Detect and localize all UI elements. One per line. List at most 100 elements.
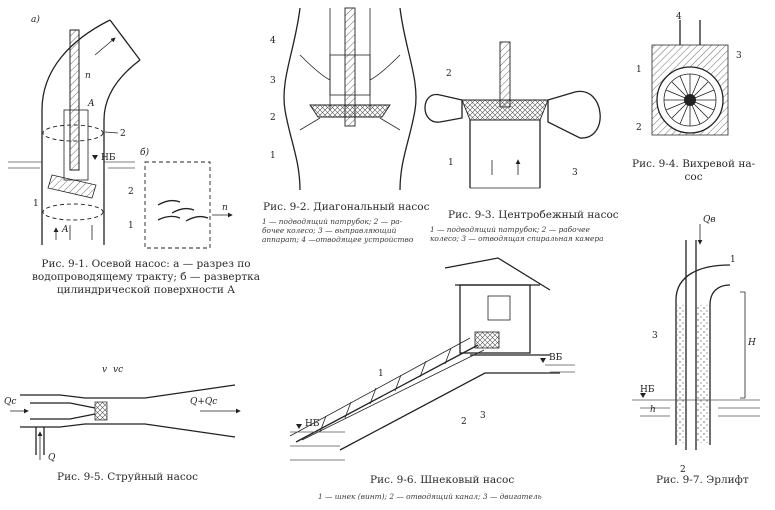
screw-pump-house xyxy=(459,284,531,354)
airlift-nb-marker xyxy=(640,393,646,398)
jet-pump-body xyxy=(20,394,145,428)
jet-pump-mixing-zone xyxy=(94,401,108,421)
fig6-label-vb: ВБ xyxy=(549,353,563,363)
centrifugal-pump-shaft xyxy=(499,41,511,108)
fig2-label-1: 1 xyxy=(270,151,276,161)
fig3-legend: 1 — подводящий патрубок; 2 — рабочее кол… xyxy=(430,225,604,243)
diagonal-pump-drawing: 4 3 2 1 xyxy=(270,7,417,191)
centrifugal-pump-inlet-walls xyxy=(469,120,541,188)
centrifugal-pump-impeller xyxy=(461,99,549,121)
fig5-label-vc: vc xyxy=(113,365,123,375)
fig2-legend: 1 — подводящий патрубок; 2 — ра- бочее к… xyxy=(262,217,413,244)
fig6-label-3: 3 xyxy=(480,411,486,421)
fig1-caption-line-1: Рис. 9-1. Осевой насос: а — разрез по xyxy=(41,258,251,270)
fig2-label-3: 3 xyxy=(270,76,276,86)
axial-pump-outlet-edge xyxy=(109,19,141,61)
fig3-caption: Рис. 9-3. Центробежный насос xyxy=(448,209,619,221)
screw-pump-drawing: 1 2 3 ВБ НБ xyxy=(289,257,575,461)
fig3-label-3: 3 xyxy=(572,168,578,178)
airlift-water-level xyxy=(632,399,760,417)
fig2-label-4: 4 xyxy=(270,36,276,46)
axial-pump-section-a-bottom xyxy=(42,203,104,221)
fig1-label-b: б) xyxy=(140,147,149,158)
fig2-label-2: 2 xyxy=(270,113,276,123)
diagonal-pump-wall-left xyxy=(283,7,301,191)
fig4-label-4: 4 xyxy=(676,12,682,22)
airlift-bubbles-left xyxy=(677,305,685,443)
axial-pump-outflow-arrow xyxy=(94,37,116,56)
fig1-label-n2: n xyxy=(222,203,228,213)
fig5-label-qc: Qc xyxy=(4,397,16,407)
centrifugal-pump-inflow-arrows xyxy=(491,160,518,175)
centrifugal-pump-drawing: 2 1 3 xyxy=(424,41,601,189)
vortex-pump-ports xyxy=(679,20,701,45)
fig7-label-nb: НБ xyxy=(640,385,655,395)
fig6-label-1: 1 xyxy=(378,369,384,379)
fig5-caption: Рис. 9-5. Струйный насос xyxy=(57,471,198,483)
screw-pump-trough xyxy=(289,337,485,441)
fig1-caption-line-2: водопроводящему тракту; б — развертка xyxy=(32,271,260,283)
fig1-label-A1: A xyxy=(87,99,95,109)
screw-pump-nb-marker xyxy=(296,424,302,429)
fig5-label-qsum: Q+Qc xyxy=(190,397,217,407)
fig4-caption: Рис. 9-4. Вихревой на- сос xyxy=(632,158,755,184)
screw-pump-window xyxy=(487,295,511,321)
fig2-legend-line-1: 1 — подводящий патрубок; 2 — ра- xyxy=(262,217,403,226)
fig1-label-q1: 1 xyxy=(128,221,134,231)
fig3-legend-line-2: колесо; 3 — отводящая спиральная камера xyxy=(430,234,604,243)
screw-pump-channel xyxy=(339,372,560,451)
axial-pump-water-level xyxy=(8,161,135,169)
axial-pump-impeller xyxy=(47,174,97,199)
screw-pump-vb-marker xyxy=(540,358,546,363)
fig2-legend-line-3: аппарат; 4 —отводящее устройство xyxy=(262,235,414,244)
vortex-pump-blades xyxy=(664,74,716,126)
fig4-caption-line-1: Рис. 9-4. Вихревой на- xyxy=(632,158,756,170)
fig1-label-2: 2 xyxy=(120,129,126,139)
airlift-lift-pipe xyxy=(675,264,731,445)
axial-pump-wall-left xyxy=(41,19,111,245)
airlift-h-ticks xyxy=(740,291,745,399)
screw-pump-flights xyxy=(319,347,452,433)
fig7-label-qv: Qв xyxy=(703,215,716,225)
fig4-caption-line-2: сос xyxy=(684,171,703,183)
fig3-label-1: 1 xyxy=(448,158,454,168)
axial-pump-section-a-top xyxy=(42,124,104,142)
fig1-label-A2: A xyxy=(61,225,69,235)
fig3-label-2: 2 xyxy=(446,69,452,79)
fig5-label-q: Q xyxy=(48,453,56,463)
screw-pump-water-levels xyxy=(290,364,575,461)
fig7-label-3: 3 xyxy=(652,331,658,341)
fig3-legend-line-1: 1 — подводящий патрубок; 2 — рабочее xyxy=(430,225,590,234)
fig1-leader-2 xyxy=(104,131,119,134)
fig7-caption: Рис. 9-7. Эрлифт xyxy=(656,474,749,486)
vortex-pump-drawing: 4 3 1 2 xyxy=(636,12,742,136)
axial-pump-shaft xyxy=(69,29,80,171)
fig7-label-1: 1 xyxy=(730,255,736,265)
airlift-drawing: Qв 1 3 H НБ h 2 xyxy=(632,215,760,475)
diagonal-pump-wall-right xyxy=(399,7,417,191)
screw-pump-motor xyxy=(474,331,500,349)
axial-pump-wall-right xyxy=(103,59,141,245)
centrifugal-pump-volute-right xyxy=(547,90,601,139)
fig4-label-3: 3 xyxy=(736,51,742,61)
jet-pump-suction-pipe xyxy=(35,427,45,455)
fig2-legend-line-2: бочее колесо; 3 — выправляющий xyxy=(262,226,397,235)
screw-pump-shaft xyxy=(295,344,479,443)
fig1-caption-line-3: цилиндрической поверхности А xyxy=(56,284,236,296)
diagonal-pump-shaft xyxy=(344,7,356,127)
fig1-label-1: 1 xyxy=(33,199,39,209)
fig1-label-q2: 2 xyxy=(128,187,134,197)
axial-pump-nb-marker xyxy=(92,155,98,160)
fig2-caption: Рис. 9-2. Диагональный насос xyxy=(263,201,430,213)
axial-pump-blade-development xyxy=(144,161,211,249)
fig4-label-2: 2 xyxy=(636,123,642,133)
fig6-legend: 1 — шнек (винт); 2 — отводящий канал; 3 … xyxy=(318,492,542,501)
fig6-label-nb: НБ xyxy=(305,419,320,429)
fig7-label-h-upper: H xyxy=(747,338,756,348)
axial-pump-inflow-arrows xyxy=(56,225,93,240)
fig5-label-v: v xyxy=(102,365,107,375)
airlift-air-pipe xyxy=(685,240,697,450)
fig1-caption: Рис. 9-1. Осевой насос: а — разрез по во… xyxy=(12,258,280,297)
